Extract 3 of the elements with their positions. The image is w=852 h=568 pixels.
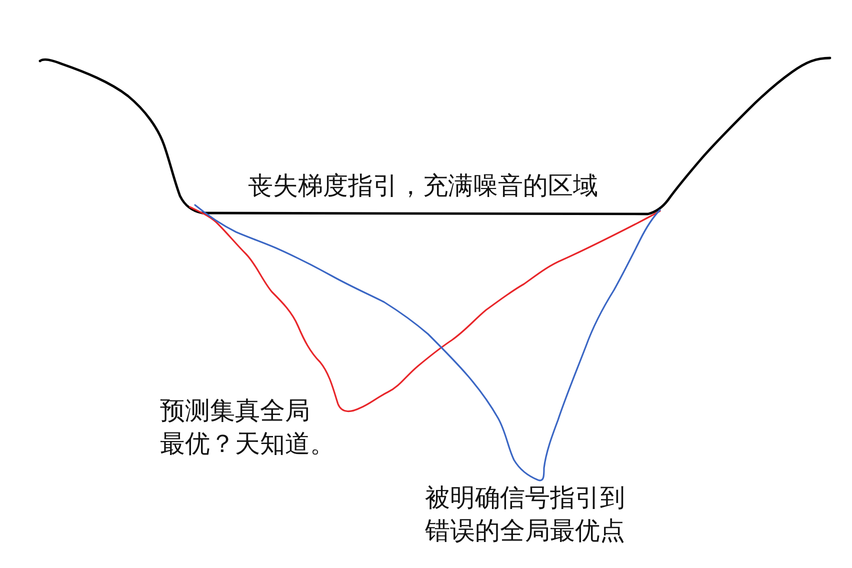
annotation-text: 被明确信号指引到错误的全局最优点	[425, 482, 625, 547]
annotation-text: 丧失梯度指引，充满噪音的区域	[248, 170, 598, 202]
annotation-text: 预测集真全局最优？天知道。	[160, 395, 335, 460]
